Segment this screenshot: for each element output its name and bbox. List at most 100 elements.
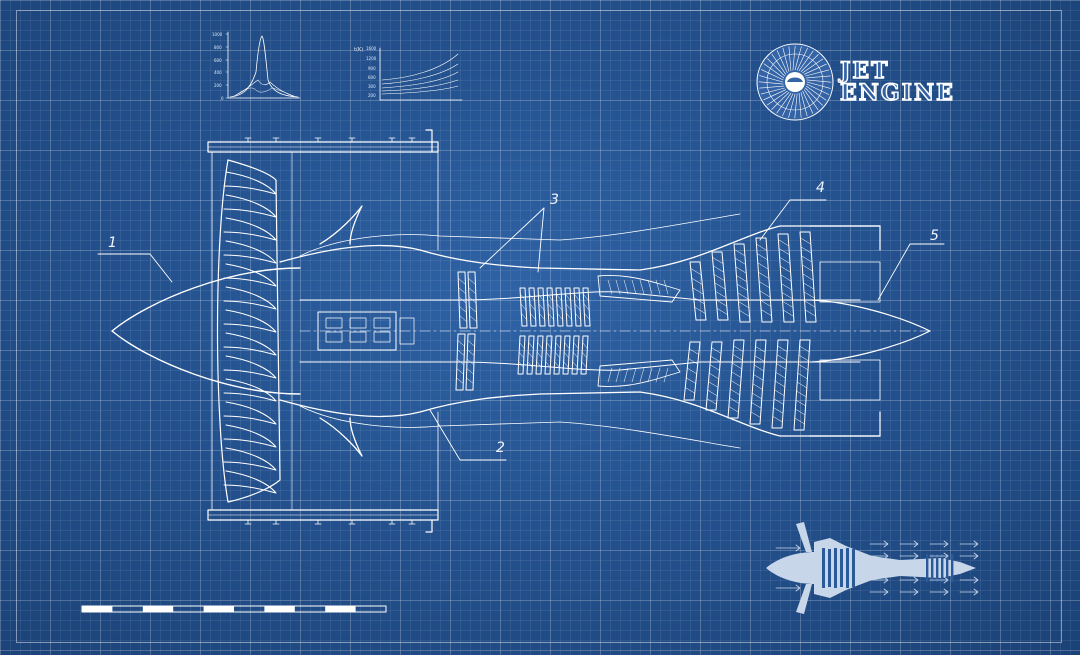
combustor-hatch — [623, 279, 629, 295]
flow-arrow — [899, 540, 919, 548]
flange-mark — [244, 137, 252, 143]
left-chart-tick: 0 — [221, 96, 224, 101]
turbine-stage-hatch — [736, 275, 747, 282]
compressor-blade-hatch — [457, 349, 465, 356]
flow-arrow — [929, 588, 949, 596]
flange-mark — [348, 519, 356, 525]
fan-blade — [223, 401, 277, 425]
turbine-stage-hatch — [780, 274, 792, 282]
compressor-blade-hatch — [457, 340, 465, 347]
logo-blade-line — [759, 85, 785, 89]
compressor-stage-hatch — [583, 303, 590, 311]
compressor-stage-hatch — [581, 361, 587, 368]
right-chart-tick: 900 — [368, 66, 376, 71]
logo-blade-line — [760, 69, 784, 81]
turbine-stage-hatch — [735, 258, 746, 265]
compressor-stage-hatch — [554, 351, 561, 359]
turbine-stage-hatch — [772, 407, 784, 414]
logo-blade-line — [771, 92, 790, 110]
turbine-stage-hatch — [755, 346, 766, 353]
scale-bar-segment — [82, 606, 113, 612]
compressor-stage-hatch — [555, 342, 561, 349]
flow-arrow — [959, 588, 979, 596]
scale-bar-segment — [203, 606, 234, 612]
flow-arrow — [869, 588, 889, 596]
compressor-stage-hatch — [575, 313, 581, 320]
logo-blade-line — [800, 54, 819, 72]
turbine-stage-hatch — [734, 249, 745, 256]
turbine-stage-hatch — [757, 253, 768, 260]
turbine-stage-hatch — [688, 348, 700, 355]
turbine-stage-hatch — [753, 374, 764, 381]
flange-marks — [244, 137, 416, 525]
logo-blade-line — [805, 69, 830, 77]
flow-arrow — [929, 552, 949, 560]
compressor-blade-hatch — [469, 315, 477, 322]
turbine-stage — [711, 251, 729, 321]
fan-blade — [223, 286, 277, 310]
turbine-stage-hatch — [779, 257, 791, 264]
compressor-stage-hatch — [563, 361, 569, 368]
scale-bar-segment — [325, 606, 356, 612]
compressor-stage-hatch — [574, 303, 581, 311]
logo-blade-line — [788, 93, 796, 118]
callout-4-label: 4 — [816, 180, 825, 196]
compressor-stage-hatch — [529, 294, 535, 301]
turbine-stage — [755, 237, 773, 323]
turbine-stage-hatch — [687, 358, 699, 365]
nacelle-outline — [207, 129, 439, 533]
fan-blade — [223, 424, 277, 448]
gearbox-housing — [399, 317, 415, 345]
turbine-stage-hatch — [693, 297, 705, 304]
left-chart-tick: 200 — [214, 83, 222, 88]
turbine-stage-hatch — [800, 246, 812, 254]
turbine-stage-hatch — [751, 392, 763, 400]
compressor-stage-hatch — [573, 342, 579, 349]
compressor-blade-hatch — [467, 340, 475, 347]
combustor-hatch — [663, 279, 669, 295]
compressor-stage-hatch — [546, 342, 552, 349]
turbine-stage-hatch — [731, 362, 743, 370]
flow-arrow — [959, 552, 979, 560]
compressor-stage-hatch — [557, 313, 563, 320]
logo-blade-line — [763, 63, 785, 79]
engine-silhouette-thumbnail — [766, 522, 979, 614]
compressor-blade — [465, 333, 476, 391]
compressor-stage-hatch — [574, 294, 580, 301]
flow-arrow — [869, 540, 889, 548]
logo-blade-line — [766, 90, 788, 106]
compressor-stage-hatch — [563, 351, 570, 359]
turbine-stage-hatch — [684, 387, 696, 394]
compressor-stage-hatch — [519, 342, 525, 349]
turbine-stage — [705, 341, 723, 411]
turbine-stage-hatch — [713, 265, 724, 273]
fan-blade — [223, 447, 277, 471]
right-chart-tick: 1200 — [366, 56, 377, 61]
fan-blade — [223, 355, 277, 379]
callout-3-label: 3 — [550, 192, 559, 208]
thumbnail-stage — [828, 549, 831, 587]
thumbnail-stage — [852, 549, 855, 587]
combustor-hatch — [607, 367, 613, 383]
combustor-hatch — [655, 279, 661, 295]
compressor-blade-hatch — [469, 306, 477, 313]
flange-mark — [388, 137, 396, 143]
compressor-blade-hatch — [456, 377, 464, 384]
gearbox-cell — [373, 317, 391, 329]
turbine-stage-hatch — [795, 399, 807, 407]
fan-blades — [216, 159, 281, 503]
logo-blade-line — [796, 47, 808, 71]
scale-bar — [81, 605, 387, 613]
turbine-stage — [733, 243, 751, 323]
turbine-stage-hatch — [782, 301, 794, 308]
thumbnail-stage — [946, 554, 949, 582]
logo-blade-line — [805, 75, 831, 79]
turbine-stage-hatch — [778, 248, 790, 255]
thumbnail-stage — [931, 554, 934, 582]
logo-blade-line — [803, 63, 827, 75]
logo-blade-line — [782, 47, 790, 72]
turbine-stage-hatch — [803, 291, 815, 299]
thumbnail-stage — [941, 554, 944, 582]
gearbox-cell — [349, 331, 367, 343]
compressor-stage-hatch — [538, 303, 545, 311]
